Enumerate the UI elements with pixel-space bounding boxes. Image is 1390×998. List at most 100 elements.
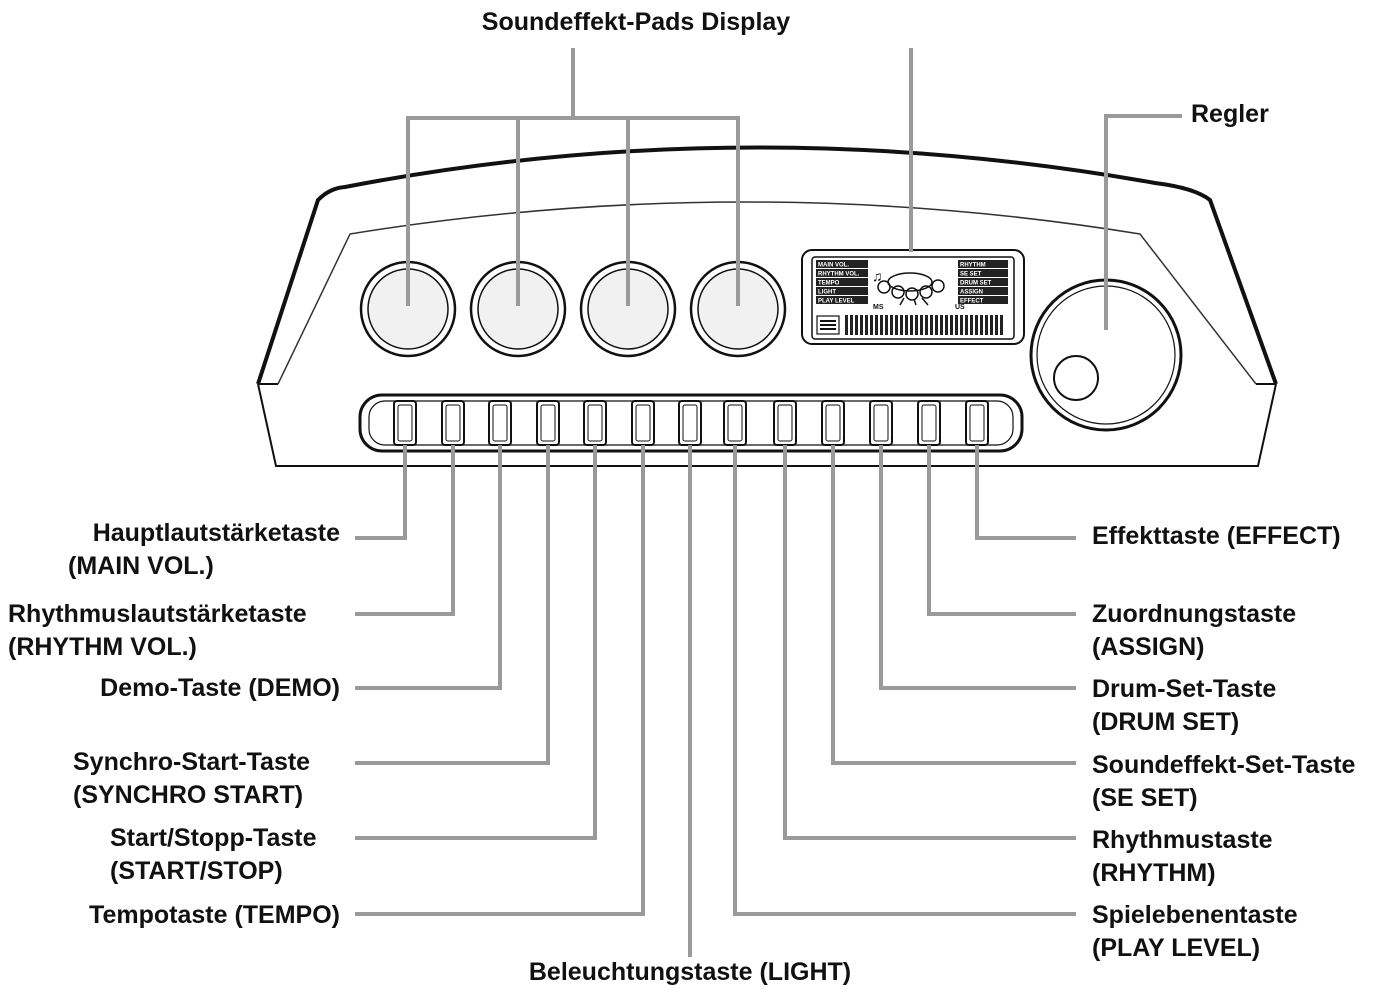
effect-button[interactable] xyxy=(965,400,989,446)
svg-text:SE SET: SE SET xyxy=(960,272,982,278)
display-segment-bars xyxy=(845,315,1003,335)
demo-label: Demo-Taste (DEMO) xyxy=(100,674,340,702)
main-vol-label: Hauptlautstärketaste (MAIN VOL.) xyxy=(0,517,340,583)
display-segment xyxy=(845,315,848,335)
sound-effect-pads xyxy=(359,260,787,358)
leader-lines xyxy=(355,48,1182,957)
synchro-start-button[interactable] xyxy=(536,400,560,446)
rhythm-label-line1: Rhythmustaste xyxy=(1092,826,1273,854)
display-segment xyxy=(930,315,933,335)
display-segment xyxy=(865,315,868,335)
display-segment xyxy=(860,315,863,335)
display-segment xyxy=(900,315,903,335)
main-vol-button[interactable] xyxy=(393,400,417,446)
display-segment xyxy=(850,315,853,335)
drum-set-label: Drum-Set-Taste (DRUM SET) xyxy=(1092,673,1276,739)
display-segment xyxy=(965,315,968,335)
display-segment xyxy=(975,315,978,335)
display-segment xyxy=(895,315,898,335)
pad-4[interactable] xyxy=(689,260,787,358)
rhythm-vol-label-line2: (RHYTHM VOL.) xyxy=(8,633,197,661)
demo-leader xyxy=(355,445,502,690)
button-strip xyxy=(358,393,1024,453)
drum-set-leader xyxy=(879,445,1076,690)
svg-text:TEMPO: TEMPO xyxy=(818,281,840,287)
main-vol-label-line1: Hauptlautstärketaste xyxy=(92,519,340,547)
display-segment xyxy=(885,315,888,335)
svg-text:PLAY LEVEL: PLAY LEVEL xyxy=(818,299,855,305)
se-set-label-line2: (SE SET) xyxy=(1092,784,1198,812)
display-segment xyxy=(1000,315,1003,335)
pads-leader xyxy=(406,48,740,306)
main-vol-label-line2: (MAIN VOL.) xyxy=(68,552,214,580)
pad-1[interactable] xyxy=(359,260,457,358)
display-segment xyxy=(970,315,973,335)
display-segment xyxy=(940,315,943,335)
display-segment xyxy=(910,315,913,335)
display-segment xyxy=(990,315,993,335)
main-vol-leader xyxy=(355,445,407,540)
display-segment xyxy=(995,315,998,335)
pad-3[interactable] xyxy=(579,260,677,358)
dial-leader xyxy=(1104,114,1182,330)
display-indicator-right: ASSIGN xyxy=(958,287,1008,296)
meter-label-left: MS xyxy=(873,304,884,311)
rhythm-vol-label: Rhythmuslautstärketaste (RHYTHM VOL.) xyxy=(8,598,307,664)
svg-text:MAIN VOL.: MAIN VOL. xyxy=(818,263,849,269)
display-indicator-left: LIGHT xyxy=(816,287,868,296)
display-segment xyxy=(945,315,948,335)
lcd-display: MAIN VOL.RHYTHM VOL. TEMPO LIGHT PLAY LEVEL… xyxy=(801,249,1025,345)
start-stop-label-line1: Start/Stopp-Taste xyxy=(110,824,317,852)
drum-pictogram-icon: ♫ xyxy=(872,268,945,306)
display-segment xyxy=(935,315,938,335)
tempo-button[interactable] xyxy=(631,400,655,446)
start-stop-label: Start/Stopp-Taste (START/STOP) xyxy=(110,822,317,888)
display-segment xyxy=(880,315,883,335)
rhythm-leader xyxy=(783,445,1076,840)
display-indicator-right: RHYTHM xyxy=(958,260,1008,269)
assign-label-line1: Zuordnungstaste xyxy=(1092,600,1297,628)
display-segment xyxy=(855,315,858,335)
rhythm-label: Rhythmustaste (RHYTHM) xyxy=(1092,824,1273,890)
assign-leader xyxy=(927,445,1076,616)
display-indicator-left: RHYTHM VOL. xyxy=(816,269,868,278)
rhythm-vol-leader xyxy=(355,445,455,616)
play-level-button[interactable] xyxy=(723,400,747,446)
se-set-leader xyxy=(831,445,1076,765)
dial-label: Regler xyxy=(1191,100,1269,128)
synchro-start-label: Synchro-Start-Taste (SYNCHRO START) xyxy=(73,746,310,812)
start-stop-leader xyxy=(355,445,597,840)
effect-label: Effekttaste (EFFECT) xyxy=(1092,522,1341,550)
assign-label: Zuordnungstaste (ASSIGN) xyxy=(1092,598,1296,664)
tempo-label: Tempotaste (TEMPO) xyxy=(89,901,340,929)
svg-text:LIGHT: LIGHT xyxy=(818,290,836,296)
assign-button[interactable] xyxy=(917,400,941,446)
rhythm-vol-button[interactable] xyxy=(441,400,465,446)
demo-button[interactable] xyxy=(488,400,512,446)
menu-icon xyxy=(816,315,840,335)
display-segment xyxy=(985,315,988,335)
light-label: Beleuchtungstaste (LIGHT) xyxy=(528,958,852,986)
device-body xyxy=(256,145,1278,467)
start-stop-button[interactable] xyxy=(583,400,607,446)
display-left-indicators: MAIN VOL.RHYTHM VOL. TEMPO LIGHT PLAY LEVEL xyxy=(816,260,868,305)
display-indicator-left: TEMPO xyxy=(816,278,868,287)
synchro-start-leader xyxy=(355,445,550,765)
drum-set-button[interactable] xyxy=(869,400,893,446)
start-stop-label-line2: (START/STOP) xyxy=(110,857,283,885)
rhythm-vol-label-line1: Rhythmuslautstärketaste xyxy=(8,600,307,628)
rhythm-button[interactable] xyxy=(773,400,797,446)
light-button[interactable] xyxy=(678,400,702,446)
svg-text:♫: ♫ xyxy=(872,268,883,284)
play-level-label-line1: Spielebenentaste xyxy=(1092,901,1298,929)
display-segment xyxy=(920,315,923,335)
se-set-label: Soundeffekt-Set-Taste (SE SET) xyxy=(1092,749,1355,815)
play-level-label: Spielebenentaste (PLAY LEVEL) xyxy=(1092,899,1298,965)
play-level-label-line2: (PLAY LEVEL) xyxy=(1092,934,1261,962)
se-set-button[interactable] xyxy=(821,400,845,446)
display-segment xyxy=(980,315,983,335)
display-segment xyxy=(890,315,893,335)
display-segment xyxy=(950,315,953,335)
drum-set-label-line2: (DRUM SET) xyxy=(1092,708,1240,736)
